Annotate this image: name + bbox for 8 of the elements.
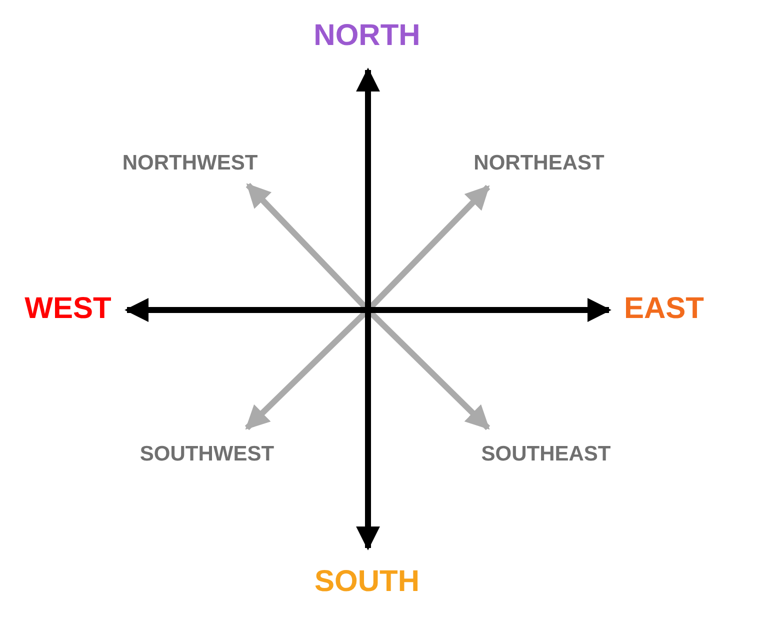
compass-label: NORTHEAST	[474, 152, 604, 174]
compass-label: NORTHWEST	[122, 152, 258, 174]
compass-label: WEST	[24, 294, 112, 324]
compass-label: SOUTHWEST	[140, 444, 274, 464]
compass-label: EAST	[624, 294, 704, 324]
compass-label: SOUTHEAST	[481, 444, 611, 464]
compass-label: SOUTH	[314, 567, 420, 597]
compass-label: NORTH	[314, 21, 420, 51]
